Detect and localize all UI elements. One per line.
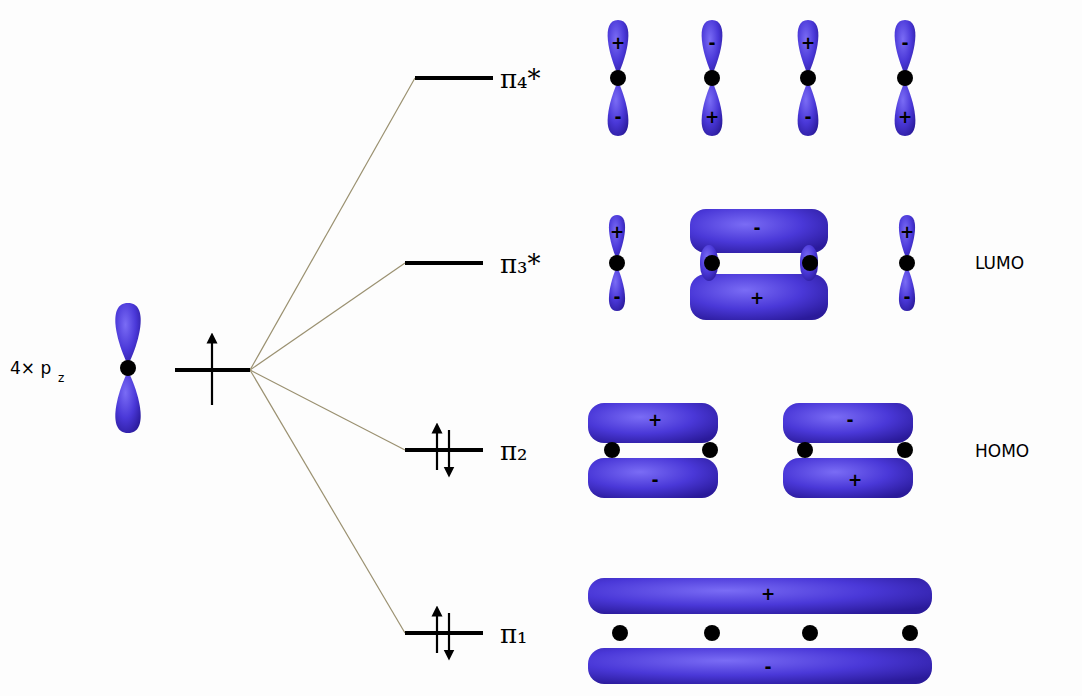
atom	[609, 255, 625, 271]
p-lobe	[115, 371, 140, 433]
atom-dots	[120, 70, 918, 641]
p-lobe	[115, 303, 140, 365]
orbital-name: π₃*	[500, 251, 541, 277]
p-lobe	[895, 20, 916, 75]
level-label: 4× p	[10, 360, 51, 377]
atom	[612, 625, 628, 641]
atom	[704, 625, 720, 641]
phase-sign: -	[804, 109, 811, 126]
p-lobe	[899, 215, 915, 260]
p-lobe	[899, 266, 915, 311]
phase-sign: +	[705, 109, 719, 126]
energy-levels	[175, 78, 493, 655]
atom	[802, 625, 818, 641]
atom	[800, 70, 816, 86]
correlation-line	[250, 370, 405, 633]
electron-arrow	[448, 613, 450, 655]
p-lobe	[609, 215, 625, 260]
phase-sign: +	[801, 35, 815, 52]
pi-lobe	[800, 245, 818, 281]
energy-level	[405, 631, 483, 635]
electron-arrow	[436, 611, 438, 653]
atom	[897, 70, 913, 86]
phase-sign: -	[901, 35, 908, 52]
atom	[604, 442, 620, 458]
electron-arrow	[436, 428, 438, 470]
phase-sign: +	[611, 35, 625, 52]
electron-arrow	[211, 338, 213, 405]
correlation-line	[250, 263, 405, 370]
phase-sign: -	[614, 109, 621, 126]
level-label: LUMO	[975, 255, 1024, 272]
atom	[902, 625, 918, 641]
electron-arrow	[448, 430, 450, 472]
correlation-lines	[250, 78, 415, 633]
phase-sign: -	[708, 35, 715, 52]
atom	[704, 255, 720, 271]
level-label: HOMO	[975, 443, 1029, 460]
phase-sign: -	[613, 289, 620, 306]
atom	[797, 442, 813, 458]
p-lobe	[895, 81, 916, 136]
atom	[702, 442, 718, 458]
phase-sign: +	[761, 586, 775, 603]
energy-level	[405, 448, 483, 452]
energy-level	[415, 76, 493, 80]
pi-lobe	[690, 274, 828, 320]
phase-sign: +	[610, 224, 624, 241]
p-lobe	[702, 81, 723, 136]
p-lobe	[798, 81, 819, 136]
correlation-line	[250, 78, 415, 370]
pi-lobe	[783, 403, 913, 443]
atom	[897, 442, 913, 458]
atom	[802, 255, 818, 271]
phase-sign: +	[750, 290, 764, 307]
phase-sign: -	[846, 412, 853, 429]
pi-lobe	[588, 578, 932, 614]
phase-sign: -	[651, 472, 658, 489]
orbital-name: π₁	[500, 621, 528, 647]
energy-level	[405, 261, 483, 265]
atom	[899, 255, 915, 271]
p-lobe	[798, 20, 819, 75]
p-lobe	[609, 266, 625, 311]
phase-sign: +	[648, 412, 662, 429]
atom	[610, 70, 626, 86]
phase-sign: -	[753, 220, 760, 237]
p-lobe	[702, 20, 723, 75]
orbital-name: π₄*	[500, 66, 541, 92]
level-label: z	[58, 372, 64, 384]
phase-sign: +	[900, 224, 914, 241]
pi-lobe	[588, 648, 932, 684]
atom	[704, 70, 720, 86]
phase-sign: -	[903, 289, 910, 306]
orbital-lobes	[115, 20, 932, 684]
p-lobe	[608, 81, 629, 136]
p-lobe	[608, 20, 629, 75]
pi-lobe	[588, 458, 718, 498]
pi-lobe	[783, 458, 913, 498]
atom	[120, 360, 136, 376]
phase-sign: +	[848, 472, 862, 489]
orbital-name: π₂	[500, 438, 528, 464]
phase-sign: +	[898, 109, 912, 126]
pi-lobe	[588, 403, 718, 443]
phase-sign: -	[764, 659, 771, 676]
